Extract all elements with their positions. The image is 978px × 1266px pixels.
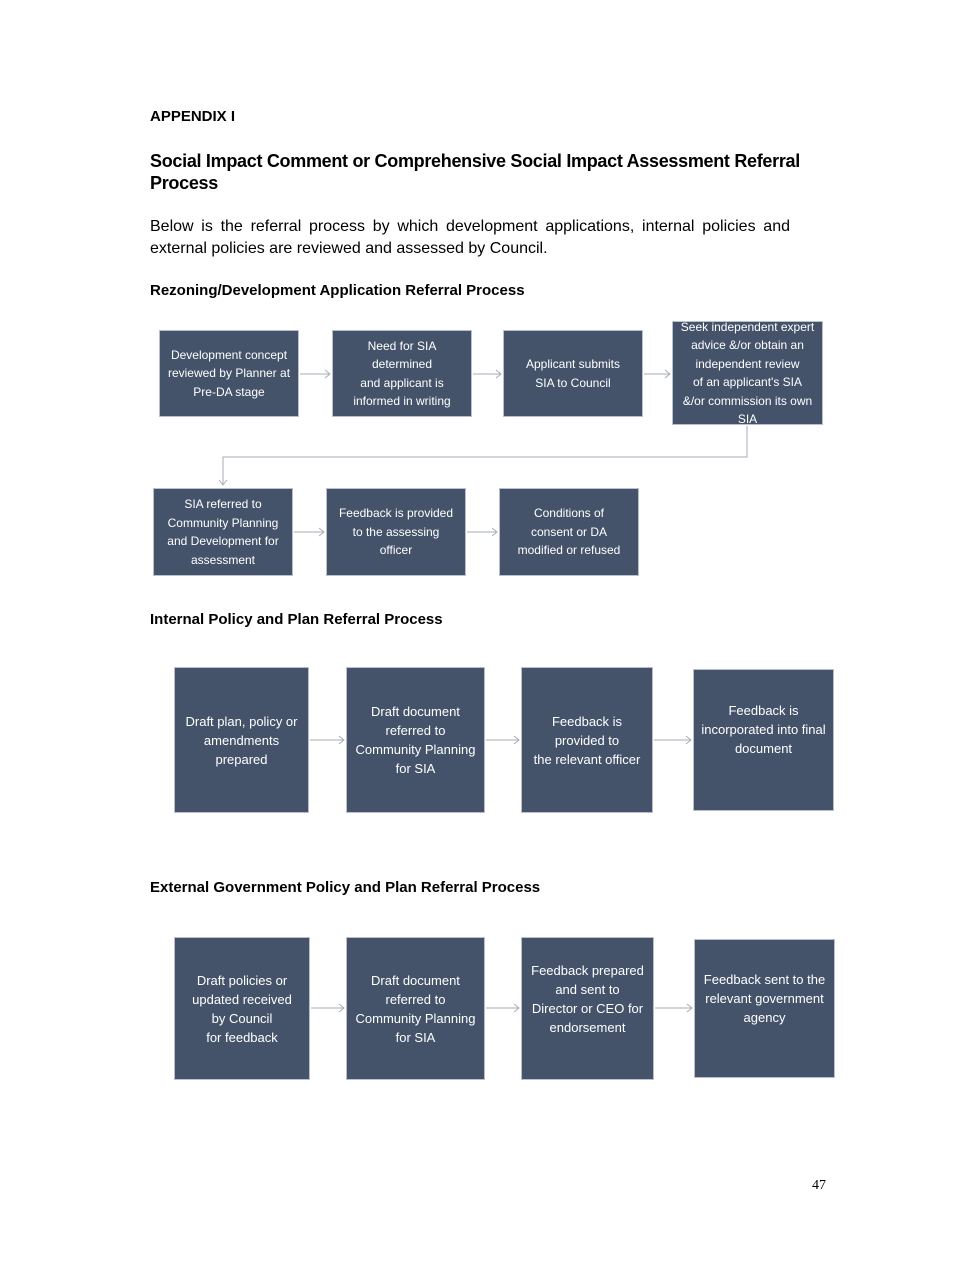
arrowhead <box>338 735 345 745</box>
flow-step-draft-referred-ext: Draft document referred to Community Pla… <box>346 937 485 1080</box>
step-label: Conditions of consent or DA modified or … <box>517 506 621 558</box>
arrowhead <box>495 369 502 379</box>
page-number: 47 <box>812 1178 826 1193</box>
flow-step-dev-concept: Development concept reviewed by Planner … <box>159 330 299 417</box>
appendix-label: APPENDIX I <box>150 108 236 125</box>
flow-step-feedback-sent: Feedback sent to the relevant government… <box>694 939 835 1078</box>
step-label: Draft document referred to Community Pla… <box>355 972 476 1045</box>
flow-step-draft-plan: Draft plan, policy or amendments prepare… <box>174 667 309 813</box>
step-label: Feedback sent to the relevant government… <box>703 972 826 1025</box>
arrowhead <box>318 527 325 537</box>
flow-step-draft-referred: Draft document referred to Community Pla… <box>346 667 485 813</box>
arrowhead <box>513 735 520 745</box>
arrowhead <box>324 369 331 379</box>
step-label: Seek independent expert advice &/or obta… <box>680 319 815 427</box>
flow-step-feedback-prepared: Feedback prepared and sent to Director o… <box>521 937 654 1080</box>
flow-step-sia-referred: SIA referred to Community Planning and D… <box>153 488 293 576</box>
step-label: Feedback is provided to the assessing of… <box>338 506 454 558</box>
step-label: Applicant submits SIA to Council <box>525 357 621 390</box>
step-label: Feedback is provided to the relevant off… <box>533 713 641 767</box>
arrowhead <box>218 479 228 486</box>
step-label: Draft document referred to Community Pla… <box>355 704 476 776</box>
step-label: Feedback is incorporated into final docu… <box>701 703 826 756</box>
flow-step-applicant-submits: Applicant submits SIA to Council <box>503 330 643 417</box>
step-label: SIA referred to Community Planning and D… <box>167 497 279 567</box>
page-title: Social Impact Comment or Comprehensive S… <box>150 151 800 193</box>
connector-wrap <box>222 426 748 485</box>
arrowhead <box>491 527 498 537</box>
step-label: Need for SIA determined and applicant is… <box>353 338 451 409</box>
step-label: Draft policies or updated received by Co… <box>192 972 292 1045</box>
flow-step-feedback-incorporated: Feedback is incorporated into final docu… <box>693 669 834 811</box>
arrowhead <box>685 735 692 745</box>
flow-step-independent-review: Seek independent expert advice &/or obta… <box>672 320 823 426</box>
external-section-heading: External Government Policy and Plan Refe… <box>150 879 541 896</box>
flow-step-feedback-officer: Feedback is provided to the relevant off… <box>521 667 653 813</box>
step-label: Feedback prepared and sent to Director o… <box>531 963 644 1035</box>
step-label: Development concept reviewed by Planner … <box>167 347 291 399</box>
arrowhead <box>686 1003 693 1013</box>
internal-section-heading: Internal Policy and Plan Referral Proces… <box>150 611 443 628</box>
rezoning-section-heading: Rezoning/Development Application Referra… <box>150 282 525 299</box>
flow-step-draft-policies: Draft policies or updated received by Co… <box>174 937 310 1080</box>
step-label: Draft plan, policy or amendments prepare… <box>185 713 298 767</box>
arrowhead <box>513 1003 520 1013</box>
flow-step-need-for-sia: Need for SIA determined and applicant is… <box>332 330 472 417</box>
flow-step-feedback-assessing: Feedback is provided to the assessing of… <box>326 488 466 576</box>
flow-step-conditions-consent: Conditions of consent or DA modified or … <box>499 488 639 576</box>
arrowhead <box>338 1003 345 1013</box>
arrowhead <box>664 369 671 379</box>
intro-paragraph: Below is the referral process by which d… <box>150 218 790 257</box>
